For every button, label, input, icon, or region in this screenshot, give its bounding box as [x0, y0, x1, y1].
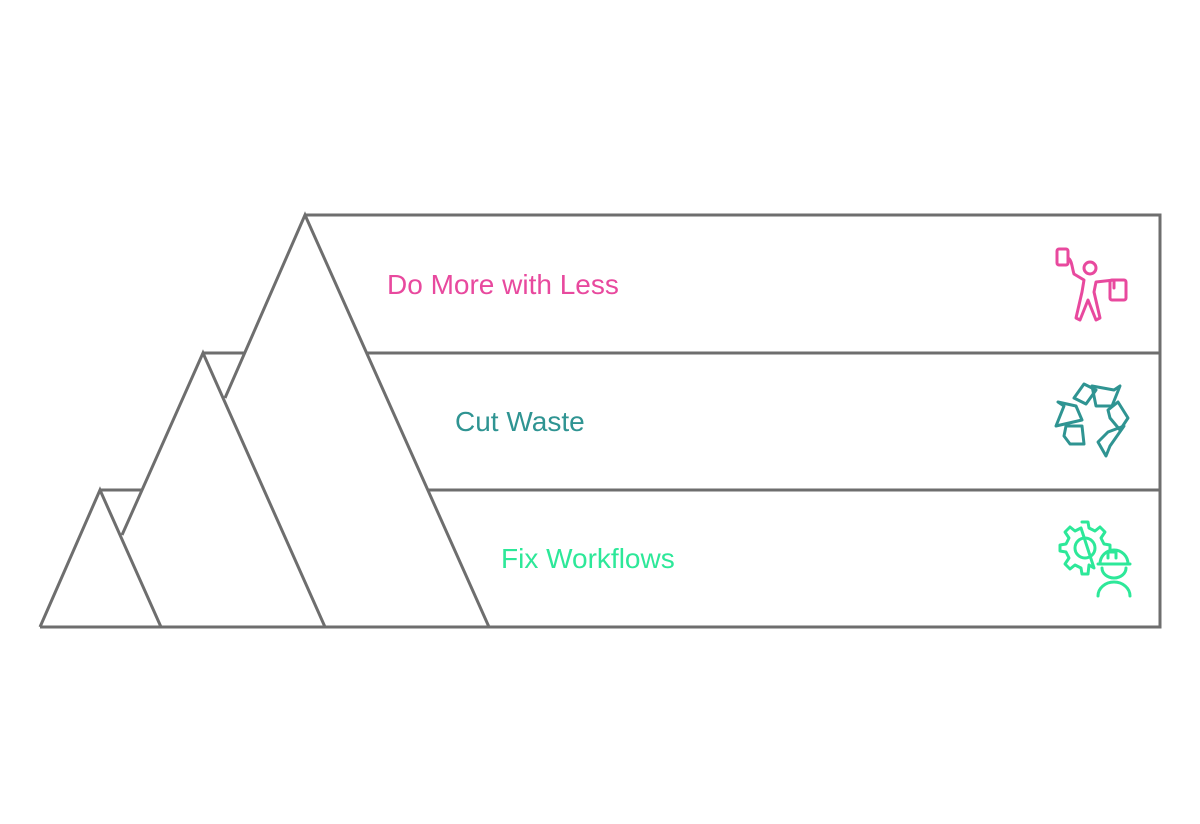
outer-frame	[40, 213, 1162, 629]
gear-worker-icon	[1052, 518, 1132, 598]
small-triangle	[38, 486, 163, 628]
level-3-label: Fix Workflows	[501, 543, 675, 574]
level-2-label: Cut Waste	[455, 406, 585, 437]
middle-triangle	[120, 349, 327, 628]
large-triangle	[223, 211, 491, 628]
level-1-label: Do More with Less	[387, 269, 619, 300]
recycle-icon	[1052, 380, 1132, 460]
person-lifting-boxes-icon	[1052, 246, 1132, 326]
